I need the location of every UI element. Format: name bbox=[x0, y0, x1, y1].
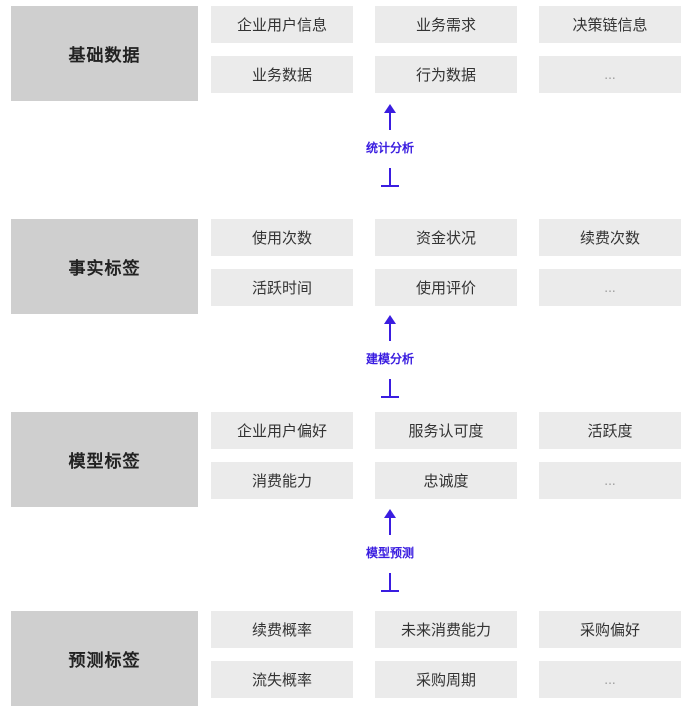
connector-label: 模型预测 bbox=[365, 546, 414, 560]
arrow-up-head bbox=[384, 315, 396, 324]
data-item: 忠诚度 bbox=[375, 462, 517, 499]
layer-title: 模型标签 bbox=[11, 412, 198, 507]
connector-label: 建模分析 bbox=[365, 352, 414, 366]
more-ellipsis: ... bbox=[539, 462, 681, 499]
layer-title: 基础数据 bbox=[11, 6, 198, 101]
more-ellipsis: ... bbox=[539, 661, 681, 698]
data-item: 消费能力 bbox=[211, 462, 353, 499]
data-item: 行为数据 bbox=[375, 56, 517, 93]
connector-statistical-analysis: 统计分析 bbox=[320, 104, 460, 199]
data-item: 使用评价 bbox=[375, 269, 517, 306]
more-ellipsis: ... bbox=[539, 269, 681, 306]
layer-model-tags: 模型标签 企业用户偏好 服务认可度 活跃度 消费能力 忠诚度 ... bbox=[0, 412, 692, 508]
connector-model-prediction: 模型预测 bbox=[320, 509, 460, 604]
bidirectional-arrow-icon bbox=[381, 509, 399, 592]
layer-title: 预测标签 bbox=[11, 611, 198, 706]
data-item: 资金状况 bbox=[375, 219, 517, 256]
bidirectional-arrow-icon bbox=[381, 315, 399, 398]
bidirectional-arrow-icon bbox=[381, 104, 399, 187]
arrow-up-head bbox=[384, 104, 396, 113]
data-item: 流失概率 bbox=[211, 661, 353, 698]
data-item: 采购周期 bbox=[375, 661, 517, 698]
data-item: 企业用户信息 bbox=[211, 6, 353, 43]
data-item: 活跃度 bbox=[539, 412, 681, 449]
data-item: 决策链信息 bbox=[539, 6, 681, 43]
data-item: 业务数据 bbox=[211, 56, 353, 93]
layer-fact-tags: 事实标签 使用次数 资金状况 续费次数 活跃时间 使用评价 ... bbox=[0, 219, 692, 315]
layer-prediction-tags: 预测标签 续费概率 未来消费能力 采购偏好 流失概率 采购周期 ... bbox=[0, 611, 692, 707]
data-item: 采购偏好 bbox=[539, 611, 681, 648]
more-ellipsis: ... bbox=[539, 56, 681, 93]
data-item: 企业用户偏好 bbox=[211, 412, 353, 449]
data-item: 服务认可度 bbox=[375, 412, 517, 449]
connector-modeling-analysis: 建模分析 bbox=[320, 315, 460, 410]
layer-title: 事实标签 bbox=[11, 219, 198, 314]
data-item: 续费次数 bbox=[539, 219, 681, 256]
layer-basic-data: 基础数据 企业用户信息 业务需求 决策链信息 业务数据 行为数据 ... bbox=[0, 6, 692, 102]
data-item: 使用次数 bbox=[211, 219, 353, 256]
connector-label: 统计分析 bbox=[365, 141, 414, 155]
arrow-up-head bbox=[384, 509, 396, 518]
data-item: 活跃时间 bbox=[211, 269, 353, 306]
data-item: 续费概率 bbox=[211, 611, 353, 648]
data-item: 业务需求 bbox=[375, 6, 517, 43]
data-item: 未来消费能力 bbox=[375, 611, 517, 648]
